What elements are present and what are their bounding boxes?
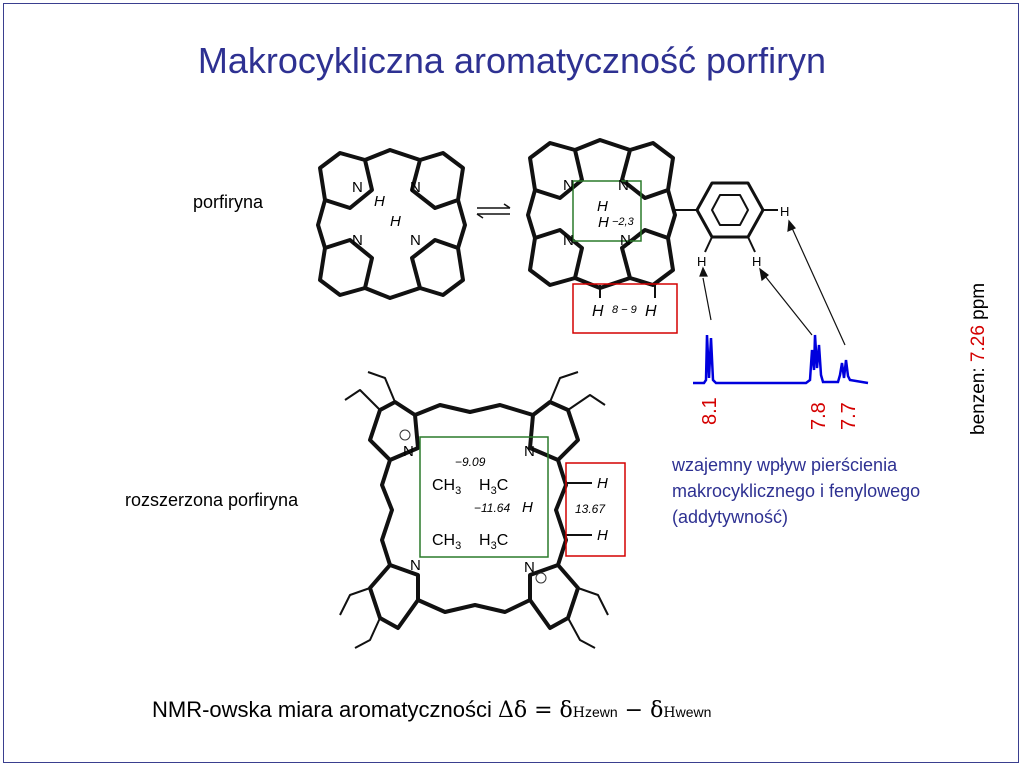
inner-h-2: H — [598, 214, 609, 231]
nmr-spectrum-line — [693, 334, 869, 385]
porphyrin-structure-right — [526, 138, 697, 298]
outer-shift-label: 8 − 9 — [612, 304, 637, 316]
formula-h1: H — [572, 705, 585, 721]
svg-text:CH3: CH3 — [432, 477, 461, 497]
expanded-outer-box — [565, 462, 626, 557]
h3c-h-label-2: H — [479, 532, 491, 549]
svg-text:CH3: CH3 — [432, 532, 461, 552]
exp-inner-h: H — [522, 499, 533, 516]
peak-label-7-8: 7.8 — [808, 402, 830, 430]
expanded-porphyrin-label: rozszerzona porfiryna — [125, 490, 299, 510]
atom-n-7: N — [563, 232, 574, 249]
benzene-h-ortho: H — [697, 254, 706, 269]
positive-charge-icon — [399, 429, 411, 441]
mutual-influence-note: wzajemny wpływ pierścienia makrocykliczn… — [672, 452, 920, 530]
note-line-1: wzajemny wpływ pierścienia — [672, 455, 898, 475]
benzene-unit: ppm — [968, 282, 989, 326]
formula-delta: Δδ = δ — [497, 698, 573, 723]
formula-text: NMR-owska miara aromatyczności — [152, 697, 498, 722]
benzene-prefix: benzen: — [968, 362, 989, 435]
h3c-c-label-2: C — [497, 532, 509, 549]
h3c-c-label: C — [497, 477, 509, 494]
atom-h-2: H — [390, 213, 401, 230]
atom-n-8: N — [620, 232, 631, 249]
ch3-c-label-2: CH — [432, 532, 455, 549]
porphyrin-label: porfiryna — [193, 192, 264, 212]
inner-shift-label: −2,3 — [612, 216, 635, 228]
formula-minus: − δ — [617, 698, 664, 723]
svg-text:H3C: H3C — [479, 477, 508, 497]
outer-h-2: H — [645, 303, 657, 320]
exp-atom-n-1: N — [403, 443, 414, 460]
ch3-c-label: CH — [432, 477, 455, 494]
inner-h-1: H — [597, 198, 608, 215]
exp-atom-n-3: N — [410, 557, 421, 574]
ch3-bottom-left: CH3 — [432, 532, 461, 552]
slide-title: Makrocykliczna aromatyczność porfiryn — [197, 40, 827, 81]
atom-n-3: N — [352, 232, 363, 249]
benzene-shift-label: benzen: 7.26 ppm — [968, 195, 990, 435]
shift-1367-label: 13.67 — [575, 502, 606, 516]
exp-outer-h-1: H — [597, 475, 608, 492]
benzene-value: 7.26 — [968, 325, 989, 363]
expanded-porphyrin-structure — [339, 371, 609, 649]
note-line-2: makrocyklicznego i fenylowego — [672, 481, 921, 501]
atom-n-1: N — [352, 179, 363, 196]
atom-n-2: N — [410, 179, 421, 196]
h3c-h-label: H — [479, 477, 491, 494]
formula-sub2: wewn — [675, 704, 712, 720]
peak-label-7-7: 7.7 — [838, 402, 860, 430]
porphyrin-structure-left — [316, 148, 467, 300]
ch3-sub: 3 — [455, 485, 461, 497]
atom-n-5: N — [563, 177, 574, 194]
formula-h2: H — [663, 705, 676, 721]
ch3-sub-2: 3 — [455, 540, 461, 552]
ch3-top-left: CH3 — [432, 477, 461, 497]
exp-atom-n-4: N — [524, 559, 535, 576]
expanded-inner-box — [419, 436, 549, 558]
formula-sub1: zewn — [585, 704, 618, 720]
h3c-sub: 3 — [491, 485, 497, 497]
atom-n-6: N — [618, 177, 629, 194]
assignment-arrows — [699, 219, 846, 346]
note-line-3: (addytywność) — [672, 507, 789, 527]
aromaticity-formula: NMR-owska miara aromatyczności Δδ = δHze… — [152, 697, 711, 723]
shift-909-label: −9.09 — [455, 455, 486, 469]
outer-proton-box — [572, 283, 678, 334]
exp-atom-n-2: N — [524, 443, 535, 460]
h3c-top-right: H3C — [479, 477, 508, 497]
h3c-bottom-right: H3C — [479, 532, 508, 552]
atom-h-1: H — [374, 193, 385, 210]
shift-1164-label: −11.64 — [474, 501, 510, 515]
h3c-sub-2: 3 — [491, 540, 497, 552]
outer-h-1: H — [592, 303, 604, 320]
exp-outer-h-2: H — [597, 527, 608, 544]
svg-text:H3C: H3C — [479, 532, 508, 552]
slide-frame — [3, 3, 1019, 763]
equilibrium-arrows — [476, 203, 511, 219]
positive-charge-icon — [535, 572, 547, 584]
peak-label-8-1: 8.1 — [699, 397, 721, 425]
atom-n-4: N — [410, 232, 421, 249]
benzene-h-para: H — [780, 204, 789, 219]
benzene-h-meta: H — [752, 254, 761, 269]
inner-proton-box — [572, 180, 642, 242]
benzene-ring — [695, 181, 778, 253]
